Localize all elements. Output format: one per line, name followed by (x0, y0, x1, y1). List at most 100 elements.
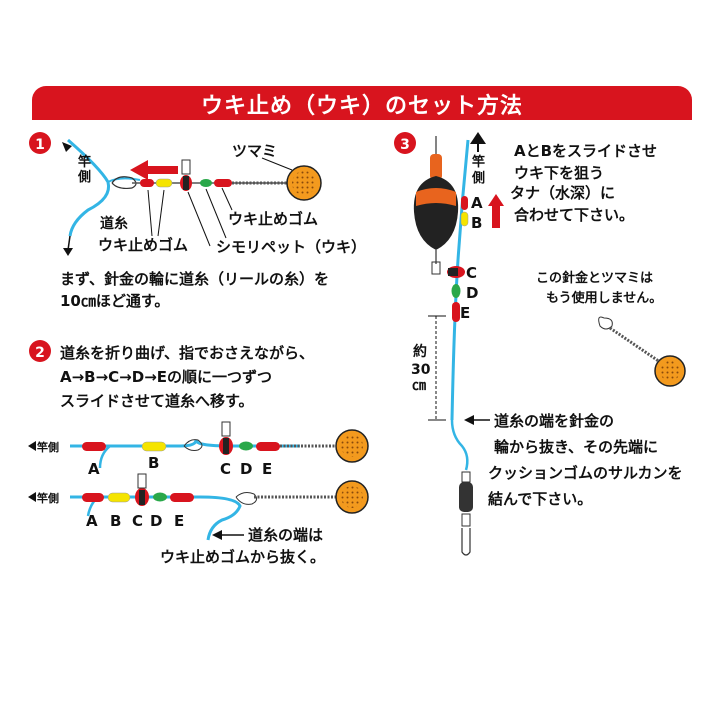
step2-instruction-3: スライドさせて道糸へ移す。 (60, 392, 254, 410)
step1-tsumami-label: ツマミ (232, 142, 277, 160)
step2-row2-rod-side: 竿側 (36, 491, 59, 505)
step3-instruction-3: タナ（水深）に (510, 184, 615, 202)
step1-stopper-label-2: ウキ止めゴム (228, 210, 318, 228)
step1-rod-side-1: 竿 (78, 154, 91, 170)
step2-row1-label-c: C (220, 460, 231, 478)
step2-row1-label-e: E (262, 460, 272, 478)
step3-end-2: 輪から抜き、その先端に (494, 438, 658, 456)
step3-rod-side-2: 側 (471, 170, 485, 186)
step1-panel: 1 竿 側 ツマミ 道糸 ウキ止めゴム ウキ止め (29, 132, 366, 310)
step3-instruction-4: 合わせて下さい。 (513, 206, 634, 224)
step3-approx-num: 30 (411, 362, 431, 378)
step2-number-badge (29, 340, 51, 362)
step1-stopper-leader-3 (187, 191, 211, 247)
step1-fishing-line (67, 138, 111, 237)
step3-label-d: D (466, 284, 478, 302)
step3-snap (461, 528, 471, 556)
step2-row1-tsumami-dots (341, 435, 363, 457)
step1-line-loop (107, 177, 141, 183)
step3-end-3: クッションゴムのサルカンを (488, 464, 683, 482)
step3-fishing-line (450, 139, 470, 421)
step2-row2-shimori-top (137, 473, 147, 489)
step2-row2-bead-b (107, 492, 131, 503)
step1-instruction-2: 10㎝ほど通す。 (60, 292, 169, 310)
step2-panel: 2 道糸を折り曲げ、指でおさえながら、 A→B→C→D→Eの順に一つずつ スライ… (28, 340, 369, 566)
step3-panel: 3 竿 側 A B C D E 約 30 ㎝ (394, 132, 686, 556)
step2-row1-bead-a (82, 442, 106, 451)
step3-bead-d (451, 284, 461, 298)
step2-row1-rod-side: 竿側 (36, 440, 59, 454)
step1-shimori-top (181, 159, 191, 175)
step3-instruction-2: ウキ下を狙う (514, 164, 604, 182)
step3-approx: 約 (413, 343, 427, 360)
step3-float-band (416, 188, 456, 206)
step3-instruction-1: AとBをスライドさせ (514, 142, 657, 160)
step3-bead-e (452, 302, 460, 322)
step2-row1-line-tail (98, 445, 111, 469)
step2-row2-bead-d (153, 492, 167, 502)
step1-shimori-leader (205, 188, 227, 239)
step2-row2-line-bend (199, 495, 242, 541)
step3-number-badge (394, 132, 416, 154)
step1-red-bead-a (140, 179, 154, 187)
step3-cushion-rubber (459, 482, 473, 512)
step3-bead-b (460, 211, 469, 227)
step1-tsumami-leader (261, 157, 293, 171)
step2-row2-wire-loop (235, 492, 258, 505)
step1-instruction-1: まず、針金の輪に道糸（リールの糸）を (60, 270, 329, 288)
step2-row2-label-e: E (174, 512, 184, 530)
step1-slide-arrow (130, 160, 178, 180)
step3-number: 3 (400, 137, 410, 153)
step3-rod-side-1: 竿 (472, 154, 485, 170)
step1-stopper-leader-2 (157, 189, 165, 237)
step2-row1-arrow-icon (28, 441, 36, 451)
step3-end-arrowhead (464, 415, 474, 425)
step1-number-badge (29, 132, 51, 154)
step1-down-arrowhead (63, 248, 73, 256)
step1-number: 1 (35, 137, 45, 153)
step3-cushion-swivel (461, 471, 471, 483)
step1-tsumami-dots (292, 171, 316, 195)
step3-line-bottom (450, 419, 469, 471)
step2-row2-label-b: B (110, 512, 121, 530)
step2-row1-label-a: A (88, 460, 100, 478)
step3-snap-swivel (461, 513, 471, 527)
step2-row2-label-a: A (86, 512, 98, 530)
step1-green-bead (200, 179, 212, 187)
page-title: ウキ止め（ウキ）のセット方法 (200, 94, 523, 119)
step3-bead-a (461, 196, 468, 210)
step2-instruction-2: A→B→C→D→Eの順に一つずつ (60, 368, 272, 386)
step3-label-e: E (460, 304, 470, 322)
step2-row2-tsumami-dots (341, 486, 363, 508)
step1-line-down-arrow (67, 235, 71, 251)
step2-row1-bead-e (256, 442, 280, 451)
step3-label-b: B (471, 214, 482, 232)
step1-yellow-bead-b (155, 178, 173, 188)
step1-red-bead-e (214, 179, 232, 187)
step2-end-note-1: 道糸の端は (248, 526, 323, 544)
step3-label-a: A (471, 194, 483, 212)
step3-end-4: 結んで下さい。 (488, 490, 592, 508)
step2-row1-shimori-dark (223, 438, 229, 454)
step2-row2-bead-e (170, 493, 194, 502)
step2-end-note-2: ウキ止めゴムから抜く。 (160, 548, 325, 566)
step3-approx-unit: ㎝ (412, 378, 426, 394)
step1-stopper-label: ウキ止めゴム (98, 236, 188, 254)
step1-stopper-leader-1 (147, 189, 153, 237)
step3-float-top (430, 154, 442, 180)
step3-unused-tsumami-dots (660, 361, 680, 381)
step2-end-arrowhead (212, 530, 222, 540)
step2-row1-label-b: B (148, 454, 159, 472)
step3-float-swivel (431, 261, 441, 275)
step1-shimori-label: シモリペット（ウキ） (216, 238, 366, 256)
step2-row2-label-c: C (132, 512, 143, 530)
step2-row1-bead-d (239, 441, 253, 451)
step1-rod-side-2: 側 (77, 169, 91, 185)
step3-unused-wire-loop (598, 316, 613, 330)
step2-instruction-1: 道糸を折り曲げ、指でおさえながら、 (60, 344, 314, 362)
step1-line-label: 道糸 (100, 215, 128, 232)
step2-row1-bead-b (141, 441, 167, 452)
step3-up-arrowhead (470, 132, 486, 144)
step2-row2-label-d: D (150, 512, 162, 530)
